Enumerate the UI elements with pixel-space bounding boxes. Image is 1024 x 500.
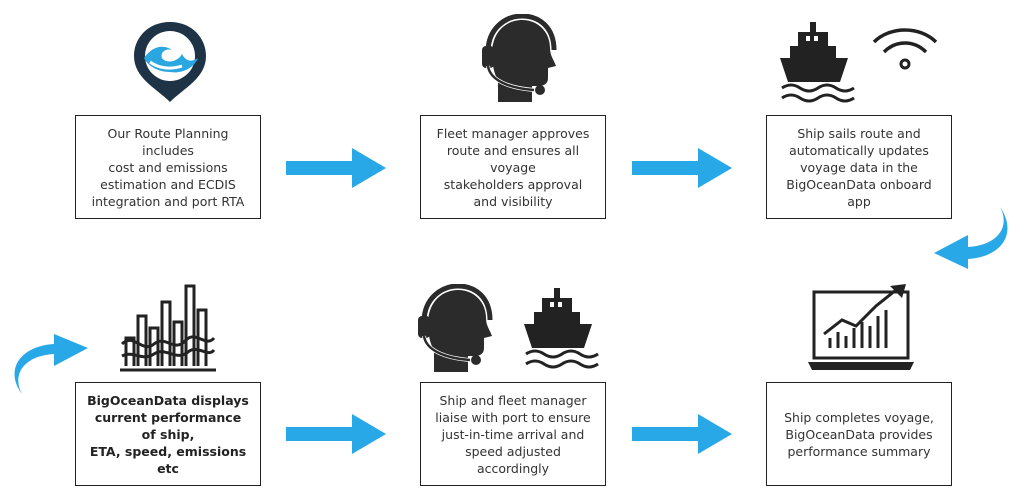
headset-agent-icon xyxy=(482,14,557,102)
laptop-chart-icon xyxy=(808,284,914,370)
step-box-route-planning: Our Route Planning includes cost and emi… xyxy=(75,115,261,219)
step-text-liaise-with-port: Ship and fleet manager liaise with port … xyxy=(435,392,591,476)
step-text-bigoceandata-displays: BigOceanData displays current performanc… xyxy=(87,392,249,476)
curved-arrow-down-left-icon xyxy=(934,207,1008,269)
step-box-fleet-manager-approves: Fleet manager approves route and ensures… xyxy=(420,115,606,219)
performance-bars-icon xyxy=(120,284,216,372)
step-text-fleet-manager-approves: Fleet manager approves route and ensures… xyxy=(436,125,590,209)
arrow-right-icon xyxy=(286,414,386,454)
ship-wifi-icon xyxy=(780,22,938,103)
step-text-ship-completes-voyage: Ship completes voyage, BigOceanData prov… xyxy=(784,409,934,459)
curved-arrow-up-right-icon xyxy=(14,334,88,394)
bigoceandata-logo-icon xyxy=(134,22,206,102)
step-box-ship-sails: Ship sails route and automatically updat… xyxy=(766,115,952,219)
step-box-ship-completes-voyage: Ship completes voyage, BigOceanData prov… xyxy=(766,382,952,486)
step-text-ship-sails: Ship sails route and automatically updat… xyxy=(786,125,932,209)
arrow-right-icon xyxy=(632,148,732,188)
step-box-bigoceandata-displays: BigOceanData displays current performanc… xyxy=(75,382,261,486)
headset-ship-icon xyxy=(418,284,599,372)
arrow-right-icon xyxy=(632,414,732,454)
arrow-right-icon xyxy=(286,148,386,188)
step-text-route-planning: Our Route Planning includes cost and emi… xyxy=(91,125,245,209)
step-box-liaise-with-port: Ship and fleet manager liaise with port … xyxy=(420,382,606,486)
